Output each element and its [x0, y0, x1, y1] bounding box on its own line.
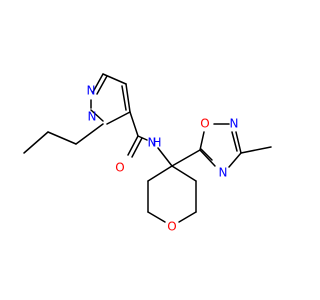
pyrazole-bond	[106, 111, 131, 125]
molecule-canvas: N N O N H O N N O	[23, 73, 272, 234]
amide-n-c-bond	[157, 147, 173, 167]
pyran-bond	[147, 165, 173, 182]
molecule-structure: N N O N H O N N O	[23, 73, 272, 234]
amide-hydrogen-label: H	[152, 136, 161, 150]
propyl-bond	[23, 131, 49, 154]
oxadiazole-bond	[235, 131, 242, 154]
atom-labels: N N O N H O N N O	[87, 84, 239, 234]
carbonyl-carbon-bond	[129, 111, 139, 137]
oxadiazole-link-bond	[171, 149, 201, 167]
pyrazole-n2-label: N	[87, 84, 96, 98]
pyrazole-bond	[92, 73, 104, 93]
oxadiazole-bond	[199, 131, 205, 151]
oxadiazole-double-bond-inner	[231, 131, 238, 152]
amide-nitrogen-label: N	[148, 136, 157, 150]
pyrazole-bond	[125, 83, 131, 113]
pyran-bond	[178, 211, 197, 223]
oxadiazole-nitrogen4-label: N	[219, 166, 228, 180]
pyran-oxygen-label: O	[167, 220, 176, 234]
pyrazole-double-bond-inner	[121, 85, 127, 111]
carbonyl-double-bond	[127, 135, 139, 156]
pyrazole-n1-label: N	[88, 110, 97, 124]
amide-c-n-bond	[137, 135, 148, 141]
carbonyl-double-bond-inner	[131, 137, 143, 158]
methyl-bond	[240, 146, 272, 154]
propyl-bond	[47, 131, 77, 145]
propyl-bond	[75, 123, 104, 145]
oxadiazole-nitrogen2-label: N	[230, 117, 239, 131]
oxadiazole-bond	[228, 152, 242, 168]
pyran-bond	[171, 165, 197, 182]
bond-lines	[23, 73, 272, 223]
pyrazole-bond	[102, 73, 127, 85]
oxadiazole-oxygen-label: O	[200, 117, 209, 131]
pyrazole-double-bond-inner	[96, 75, 108, 95]
pyrazole-bond	[90, 109, 104, 122]
oxadiazole-bond	[199, 149, 216, 167]
oxadiazole-double-bond-inner	[200, 148, 213, 161]
amide-oxygen-label: O	[115, 161, 124, 175]
pyran-bond	[147, 211, 166, 223]
